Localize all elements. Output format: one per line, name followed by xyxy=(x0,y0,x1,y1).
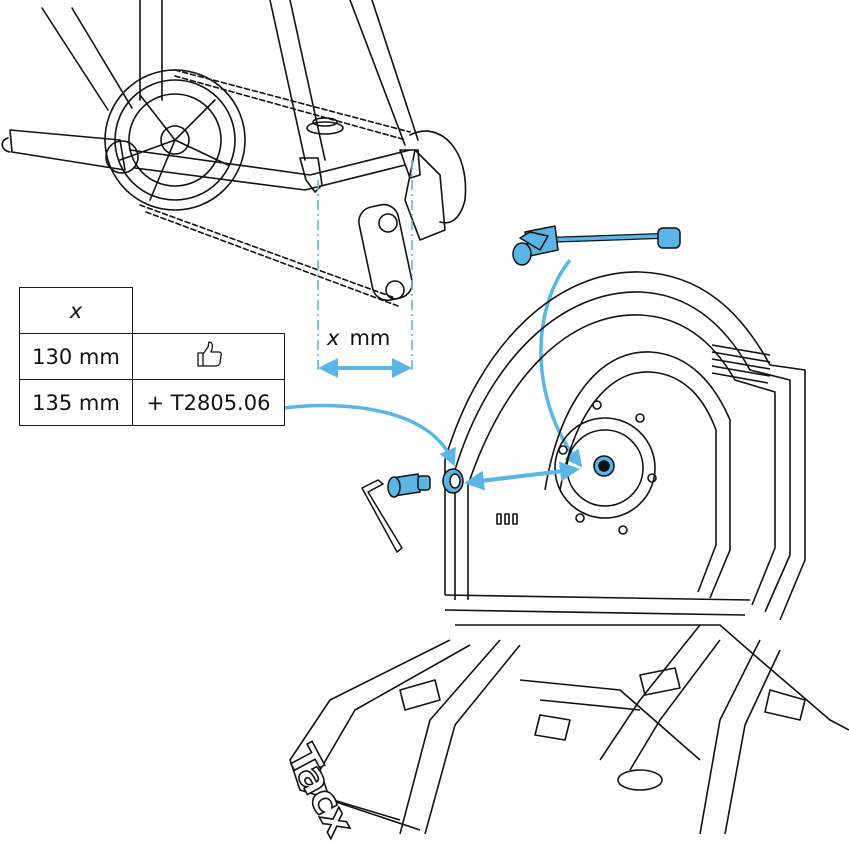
spacer-ring xyxy=(442,468,464,494)
dimension-unit: mm xyxy=(349,326,391,350)
allen-key xyxy=(361,479,403,553)
table-cell-result: + T2805.06 xyxy=(132,379,285,426)
table-header-blank xyxy=(132,287,285,334)
thumbs-up-icon xyxy=(194,339,224,369)
thru-axle-part xyxy=(512,225,681,266)
table-cell-size: 135 mm xyxy=(19,379,133,426)
adapter-bolt xyxy=(387,473,431,498)
table-cell-size: 130 mm xyxy=(19,333,133,380)
hub-size-table: x 130 mm 135 mm + T2805.06 xyxy=(19,287,285,426)
table-header-x: x xyxy=(19,287,133,334)
hub-width-dimension xyxy=(317,160,413,378)
table-row: x xyxy=(19,287,285,334)
bike-rear-frame xyxy=(1,0,467,307)
adapter-callout-arrow xyxy=(283,403,456,467)
spacer-direction-arrow xyxy=(464,461,580,491)
axle-insert-arrow xyxy=(539,258,583,468)
table-row: 135 mm + T2805.06 xyxy=(19,379,285,426)
table-row: 130 mm xyxy=(19,333,285,380)
table-cell-result xyxy=(132,333,285,380)
dimension-variable: x xyxy=(327,326,340,350)
trainer-body xyxy=(289,271,849,835)
